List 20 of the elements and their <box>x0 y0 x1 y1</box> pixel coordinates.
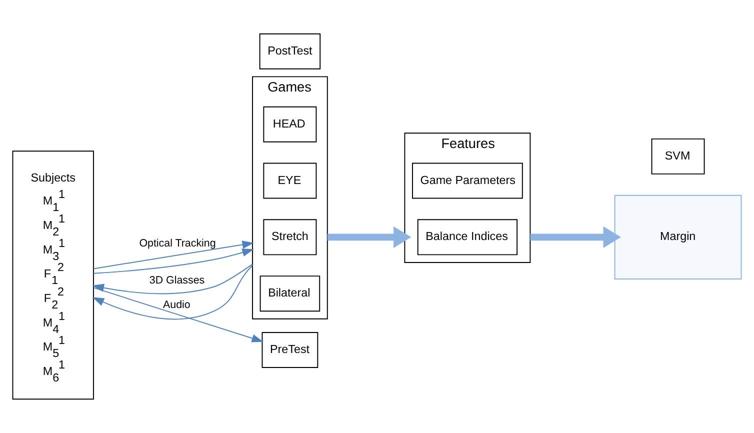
edge-label: Audio <box>163 298 190 311</box>
node-box: Game Parameters <box>412 162 523 199</box>
node-box: Stretch <box>263 219 317 256</box>
node-box: PostTest <box>259 33 321 70</box>
arrow <box>93 240 254 270</box>
node-box: EYE <box>263 162 317 199</box>
node-box: PreTest <box>262 332 318 368</box>
arrow <box>92 264 253 320</box>
arrow <box>92 264 253 294</box>
edge-label: 3D Glasses <box>149 274 205 287</box>
edge-label: Optical Tracking <box>139 238 216 250</box>
arrow <box>93 248 254 274</box>
node-box: SVM <box>651 138 705 174</box>
node-box: HEAD <box>263 106 317 142</box>
node-box: Margin <box>614 194 742 280</box>
node-box: Bilateral <box>260 276 320 312</box>
arrow <box>327 226 412 248</box>
arrow <box>93 287 264 342</box>
arrow <box>530 226 621 248</box>
node-box: Balance Indices <box>417 219 518 256</box>
